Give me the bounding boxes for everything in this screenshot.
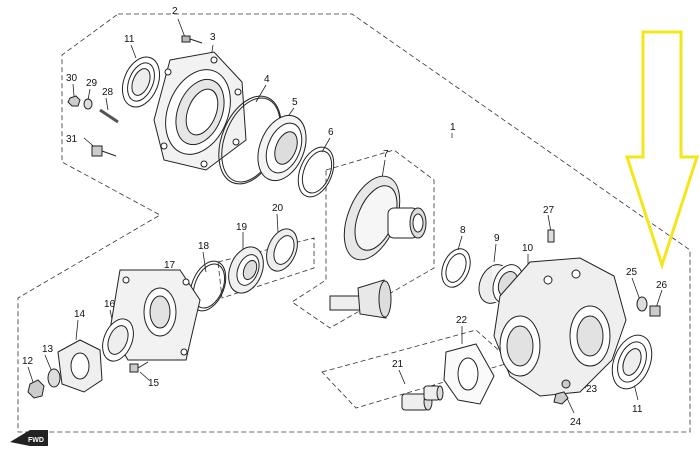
leader-7 xyxy=(381,159,386,179)
bolt-31 xyxy=(91,145,117,157)
leader-25 xyxy=(631,277,641,301)
callout-label: 18 xyxy=(198,241,210,252)
callout-label: 8 xyxy=(460,225,466,236)
nut-12 xyxy=(27,379,45,399)
callout-label: 12 xyxy=(22,356,34,367)
leader-28 xyxy=(105,97,109,111)
callout-label: 11 xyxy=(632,404,643,415)
stud-28 xyxy=(99,108,119,124)
callout-label: 7 xyxy=(383,149,389,160)
callout-label: 13 xyxy=(42,344,54,355)
shim-ring-6 xyxy=(297,146,335,198)
callout-label: 26 xyxy=(656,280,668,291)
bearing-19 xyxy=(228,246,264,294)
leader-8 xyxy=(457,235,463,251)
seal-16 xyxy=(102,318,134,362)
callout-label: 31 xyxy=(66,134,78,145)
callout-label: 5 xyxy=(292,97,298,108)
callout-label: 21 xyxy=(392,359,404,370)
callout-label: 10 xyxy=(522,243,534,254)
callout-label: 3 xyxy=(210,32,216,43)
parts xyxy=(27,35,661,411)
leader-26 xyxy=(655,289,663,309)
callout-label: 27 xyxy=(543,205,555,216)
leader-12 xyxy=(27,366,34,383)
drain-plug-26 xyxy=(649,305,661,317)
callout-labels: 1 2 3 4 5 6 7 8 9 10 11 11 12 13 14 15 1… xyxy=(22,6,668,428)
forward-arrow-icon: FWD xyxy=(10,430,48,446)
leader-11a xyxy=(130,44,137,59)
leader-4 xyxy=(255,84,267,103)
leader-20 xyxy=(276,213,279,233)
callout-label: 1 xyxy=(450,122,456,133)
leader-13 xyxy=(44,354,53,373)
bolt-15 xyxy=(129,361,149,373)
leader-29 xyxy=(87,88,91,101)
gasket-8 xyxy=(441,248,471,288)
leader-15 xyxy=(139,371,150,381)
nut-30 xyxy=(67,95,81,107)
callout-label: 9 xyxy=(494,233,500,244)
callout-label: 22 xyxy=(456,315,468,326)
washer-13 xyxy=(47,368,61,388)
leader-9 xyxy=(493,243,497,263)
ball-bearing-5 xyxy=(257,114,307,182)
pinion-gear xyxy=(329,279,392,319)
shim-kit-21 xyxy=(401,385,444,411)
callout-label: 2 xyxy=(172,6,178,17)
callout-label: 14 xyxy=(74,309,86,320)
callout-label: 15 xyxy=(148,378,160,389)
callout-label: 17 xyxy=(164,260,176,271)
leader-27 xyxy=(547,214,552,233)
leader-21 xyxy=(398,369,406,385)
callout-label: 25 xyxy=(626,267,638,278)
bearing-20 xyxy=(266,228,298,272)
callout-label: 11 xyxy=(124,34,135,45)
leader-14 xyxy=(75,319,79,341)
forward-marker-text: FWD xyxy=(28,437,44,444)
vent-fitting-27 xyxy=(547,229,555,243)
leader-6 xyxy=(321,137,331,153)
washer-29 xyxy=(83,98,93,110)
callout-label: 29 xyxy=(86,78,98,89)
bearing-housing-flange xyxy=(153,51,247,171)
shim-kit-boundary xyxy=(321,329,513,409)
callout-label: 20 xyxy=(272,203,284,214)
gasket-plate-22 xyxy=(443,343,495,405)
washer-25 xyxy=(636,296,648,312)
outer-assembly-boundary xyxy=(17,13,691,433)
leader-18 xyxy=(202,251,207,273)
leader-30 xyxy=(72,83,75,97)
ring-gear-7 xyxy=(343,175,427,261)
nut-24 xyxy=(553,391,569,405)
callout-label: 19 xyxy=(236,222,248,233)
bolt-2 xyxy=(181,35,203,44)
bolt-23 xyxy=(561,379,571,389)
yoke-14 xyxy=(57,339,103,393)
oil-seal-lower xyxy=(611,334,653,390)
highlight-arrow-icon xyxy=(624,30,700,270)
differential-housing-10 xyxy=(493,257,627,397)
callout-label: 16 xyxy=(104,299,116,310)
callout-label: 28 xyxy=(102,87,114,98)
callout-label: 6 xyxy=(328,127,334,138)
o-ring-18 xyxy=(189,260,227,312)
callout-label: 30 xyxy=(66,73,78,84)
callout-label: 24 xyxy=(570,417,582,428)
callout-label: 4 xyxy=(264,74,270,85)
oil-seal-upper xyxy=(121,56,161,108)
callout-label: 23 xyxy=(586,384,598,395)
